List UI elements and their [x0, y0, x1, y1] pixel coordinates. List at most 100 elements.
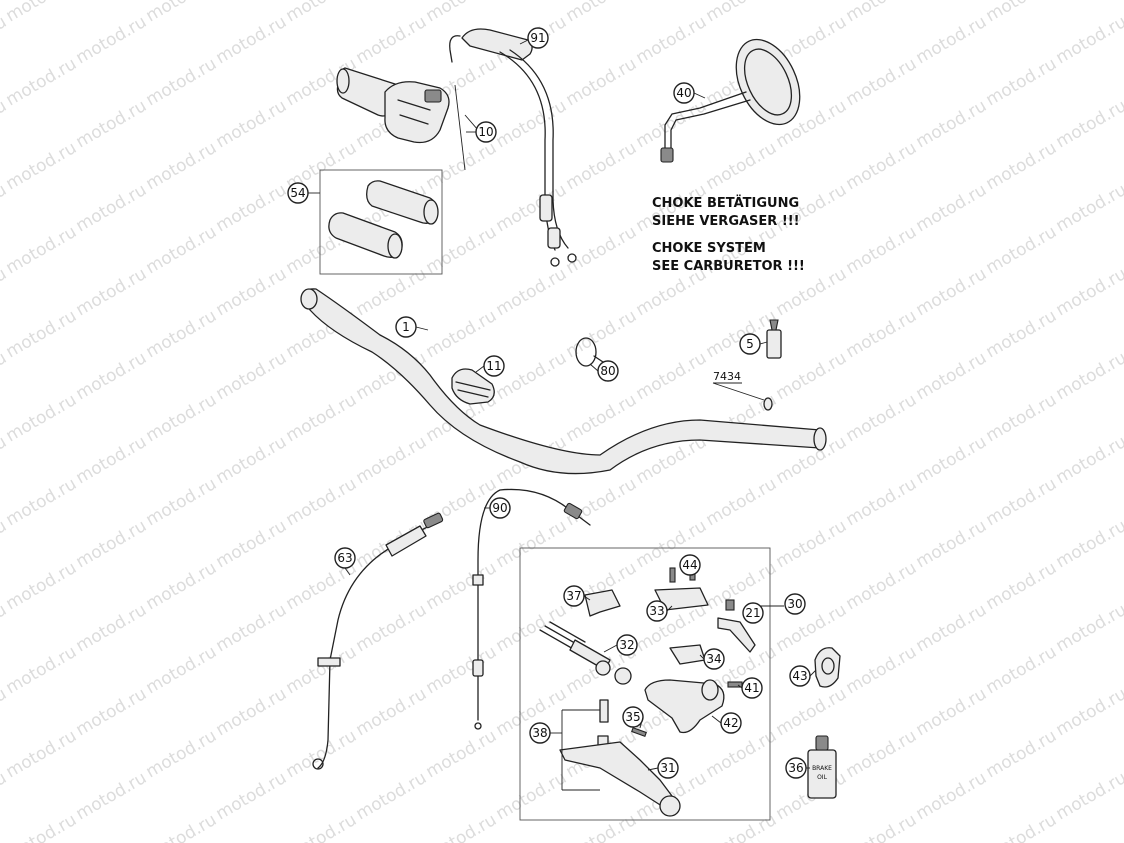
callout-43: 43: [789, 665, 811, 687]
watermark-text: motod.ru: [1053, 12, 1124, 68]
watermark-text: motod.ru: [843, 306, 921, 362]
callout-91: 91: [527, 27, 549, 49]
watermark-text: motod.ru: [913, 684, 991, 740]
watermark-text: motod.ru: [73, 600, 151, 656]
handlebar-sleeve: [451, 368, 495, 405]
watermark-text: motod.ru: [143, 0, 221, 26]
watermark-text: motod.ru: [353, 264, 431, 320]
watermark-text: motod.ru: [423, 138, 501, 194]
watermark-text: motod.ru: [563, 54, 641, 110]
watermark-text: motod.ru: [703, 138, 781, 194]
watermark-text: motod.ru: [353, 12, 431, 68]
watermark-text: motod.ru: [563, 222, 641, 278]
watermark-text: motod.ru: [843, 558, 921, 614]
svg-text:44: 44: [682, 558, 697, 572]
watermark-text: motod.ru: [983, 474, 1061, 530]
watermark-text: motod.ru: [1053, 684, 1124, 740]
watermark-text: motod.ru: [3, 306, 81, 362]
thread-locker-bottle: [766, 319, 782, 359]
watermark-text: motod.ru: [213, 348, 291, 404]
watermark-text: motod.ru: [913, 432, 991, 488]
watermark-text: motod.ru: [3, 810, 81, 843]
svg-text:1: 1: [402, 320, 410, 334]
svg-text:10: 10: [478, 125, 493, 139]
svg-text:31: 31: [660, 761, 675, 775]
watermark-text: motod.ru: [843, 474, 921, 530]
watermark-text: motod.ru: [493, 348, 571, 404]
watermark-text: motod.ru: [423, 642, 501, 698]
watermark-text: motod.ru: [3, 642, 81, 698]
watermark-text: motod.ru: [1053, 348, 1124, 404]
watermark-text: motod.ru: [493, 768, 571, 824]
watermark-text: motod.ru: [3, 0, 81, 26]
handlebar-clamp: [814, 647, 841, 688]
watermark-text: motod.ru: [983, 726, 1061, 782]
watermark-text: motod.ru: [843, 390, 921, 446]
watermark-text: motod.ru: [143, 54, 221, 110]
watermark-text: motod.ru: [353, 432, 431, 488]
watermark-text: motod.ru: [843, 726, 921, 782]
watermark-text: motod.ru: [213, 684, 291, 740]
callout-34: 34: [703, 648, 725, 670]
watermark-text: motod.ru: [353, 600, 431, 656]
watermark-text: motod.ru: [73, 516, 151, 572]
watermark-text: motod.ru: [493, 600, 571, 656]
watermark-text: motod.ru: [213, 432, 291, 488]
watermark-text: motod.ru: [773, 684, 851, 740]
ref-7434-label: 7434: [713, 370, 741, 383]
svg-text:63: 63: [337, 551, 352, 565]
watermark-text: motod.ru: [283, 0, 361, 26]
watermark-text: motod.ru: [563, 810, 641, 843]
watermark-text: motod.ru: [3, 222, 81, 278]
watermark-text: motod.ru: [213, 12, 291, 68]
small-part-7434: [712, 382, 773, 411]
watermark-text: motod.ru: [1053, 96, 1124, 152]
svg-text:33: 33: [649, 604, 664, 618]
watermark-text: motod.ru: [283, 390, 361, 446]
svg-text:5: 5: [746, 337, 754, 351]
watermark-text: motod.ru: [843, 642, 921, 698]
callout-63: 63: [334, 547, 356, 569]
watermark-text: motod.ru: [423, 726, 501, 782]
svg-text:30: 30: [787, 597, 802, 611]
watermark-text: motod.ru: [213, 180, 291, 236]
watermark-text: motod.ru: [283, 474, 361, 530]
watermark-text: motod.ru: [213, 516, 291, 572]
watermark-text: motod.ru: [143, 642, 221, 698]
note-choke-de-2: SIEHE VERGASER !!!: [652, 214, 800, 229]
note-choke-en-2: SEE CARBURETOR !!!: [652, 259, 805, 274]
grips-set: [319, 169, 443, 275]
svg-text:21: 21: [745, 606, 760, 620]
watermark-text: motod.ru: [563, 0, 641, 26]
svg-text:35: 35: [625, 710, 640, 724]
watermark-text: motod.ru: [983, 54, 1061, 110]
watermark-text: motod.ru: [423, 810, 501, 843]
watermark-text: motod.ru: [1053, 180, 1124, 236]
watermark-text: motod.ru: [143, 138, 221, 194]
watermark-text: motod.ru: [143, 810, 221, 843]
svg-text:43: 43: [792, 669, 807, 683]
callout-10: 10: [475, 121, 497, 143]
watermark-text: motod.ru: [913, 180, 991, 236]
watermark-text: motod.ru: [773, 516, 851, 572]
watermark-text: motod.ru: [3, 390, 81, 446]
callout-80: 80: [597, 360, 619, 382]
callout-31: 31: [657, 757, 679, 779]
watermark-text: motod.ru: [353, 768, 431, 824]
watermark-text: motod.ru: [983, 306, 1061, 362]
watermark-text: motod.ru: [983, 138, 1061, 194]
watermark-text: motod.ru: [143, 558, 221, 614]
watermark-text: motod.ru: [633, 348, 711, 404]
svg-text:37: 37: [566, 589, 581, 603]
watermark-text: motod.ru: [773, 600, 851, 656]
watermark-text: motod.ru: [73, 768, 151, 824]
watermark-text: motod.ru: [913, 600, 991, 656]
callout-35: 35: [622, 706, 644, 728]
callout-11: 11: [483, 355, 505, 377]
svg-text:90: 90: [492, 501, 507, 515]
callout-40: 40: [673, 82, 695, 104]
svg-text:41: 41: [744, 681, 759, 695]
watermark-text: motod.ru: [563, 474, 641, 530]
watermark-text: motod.ru: [493, 516, 571, 572]
callout-37: 37: [563, 585, 585, 607]
